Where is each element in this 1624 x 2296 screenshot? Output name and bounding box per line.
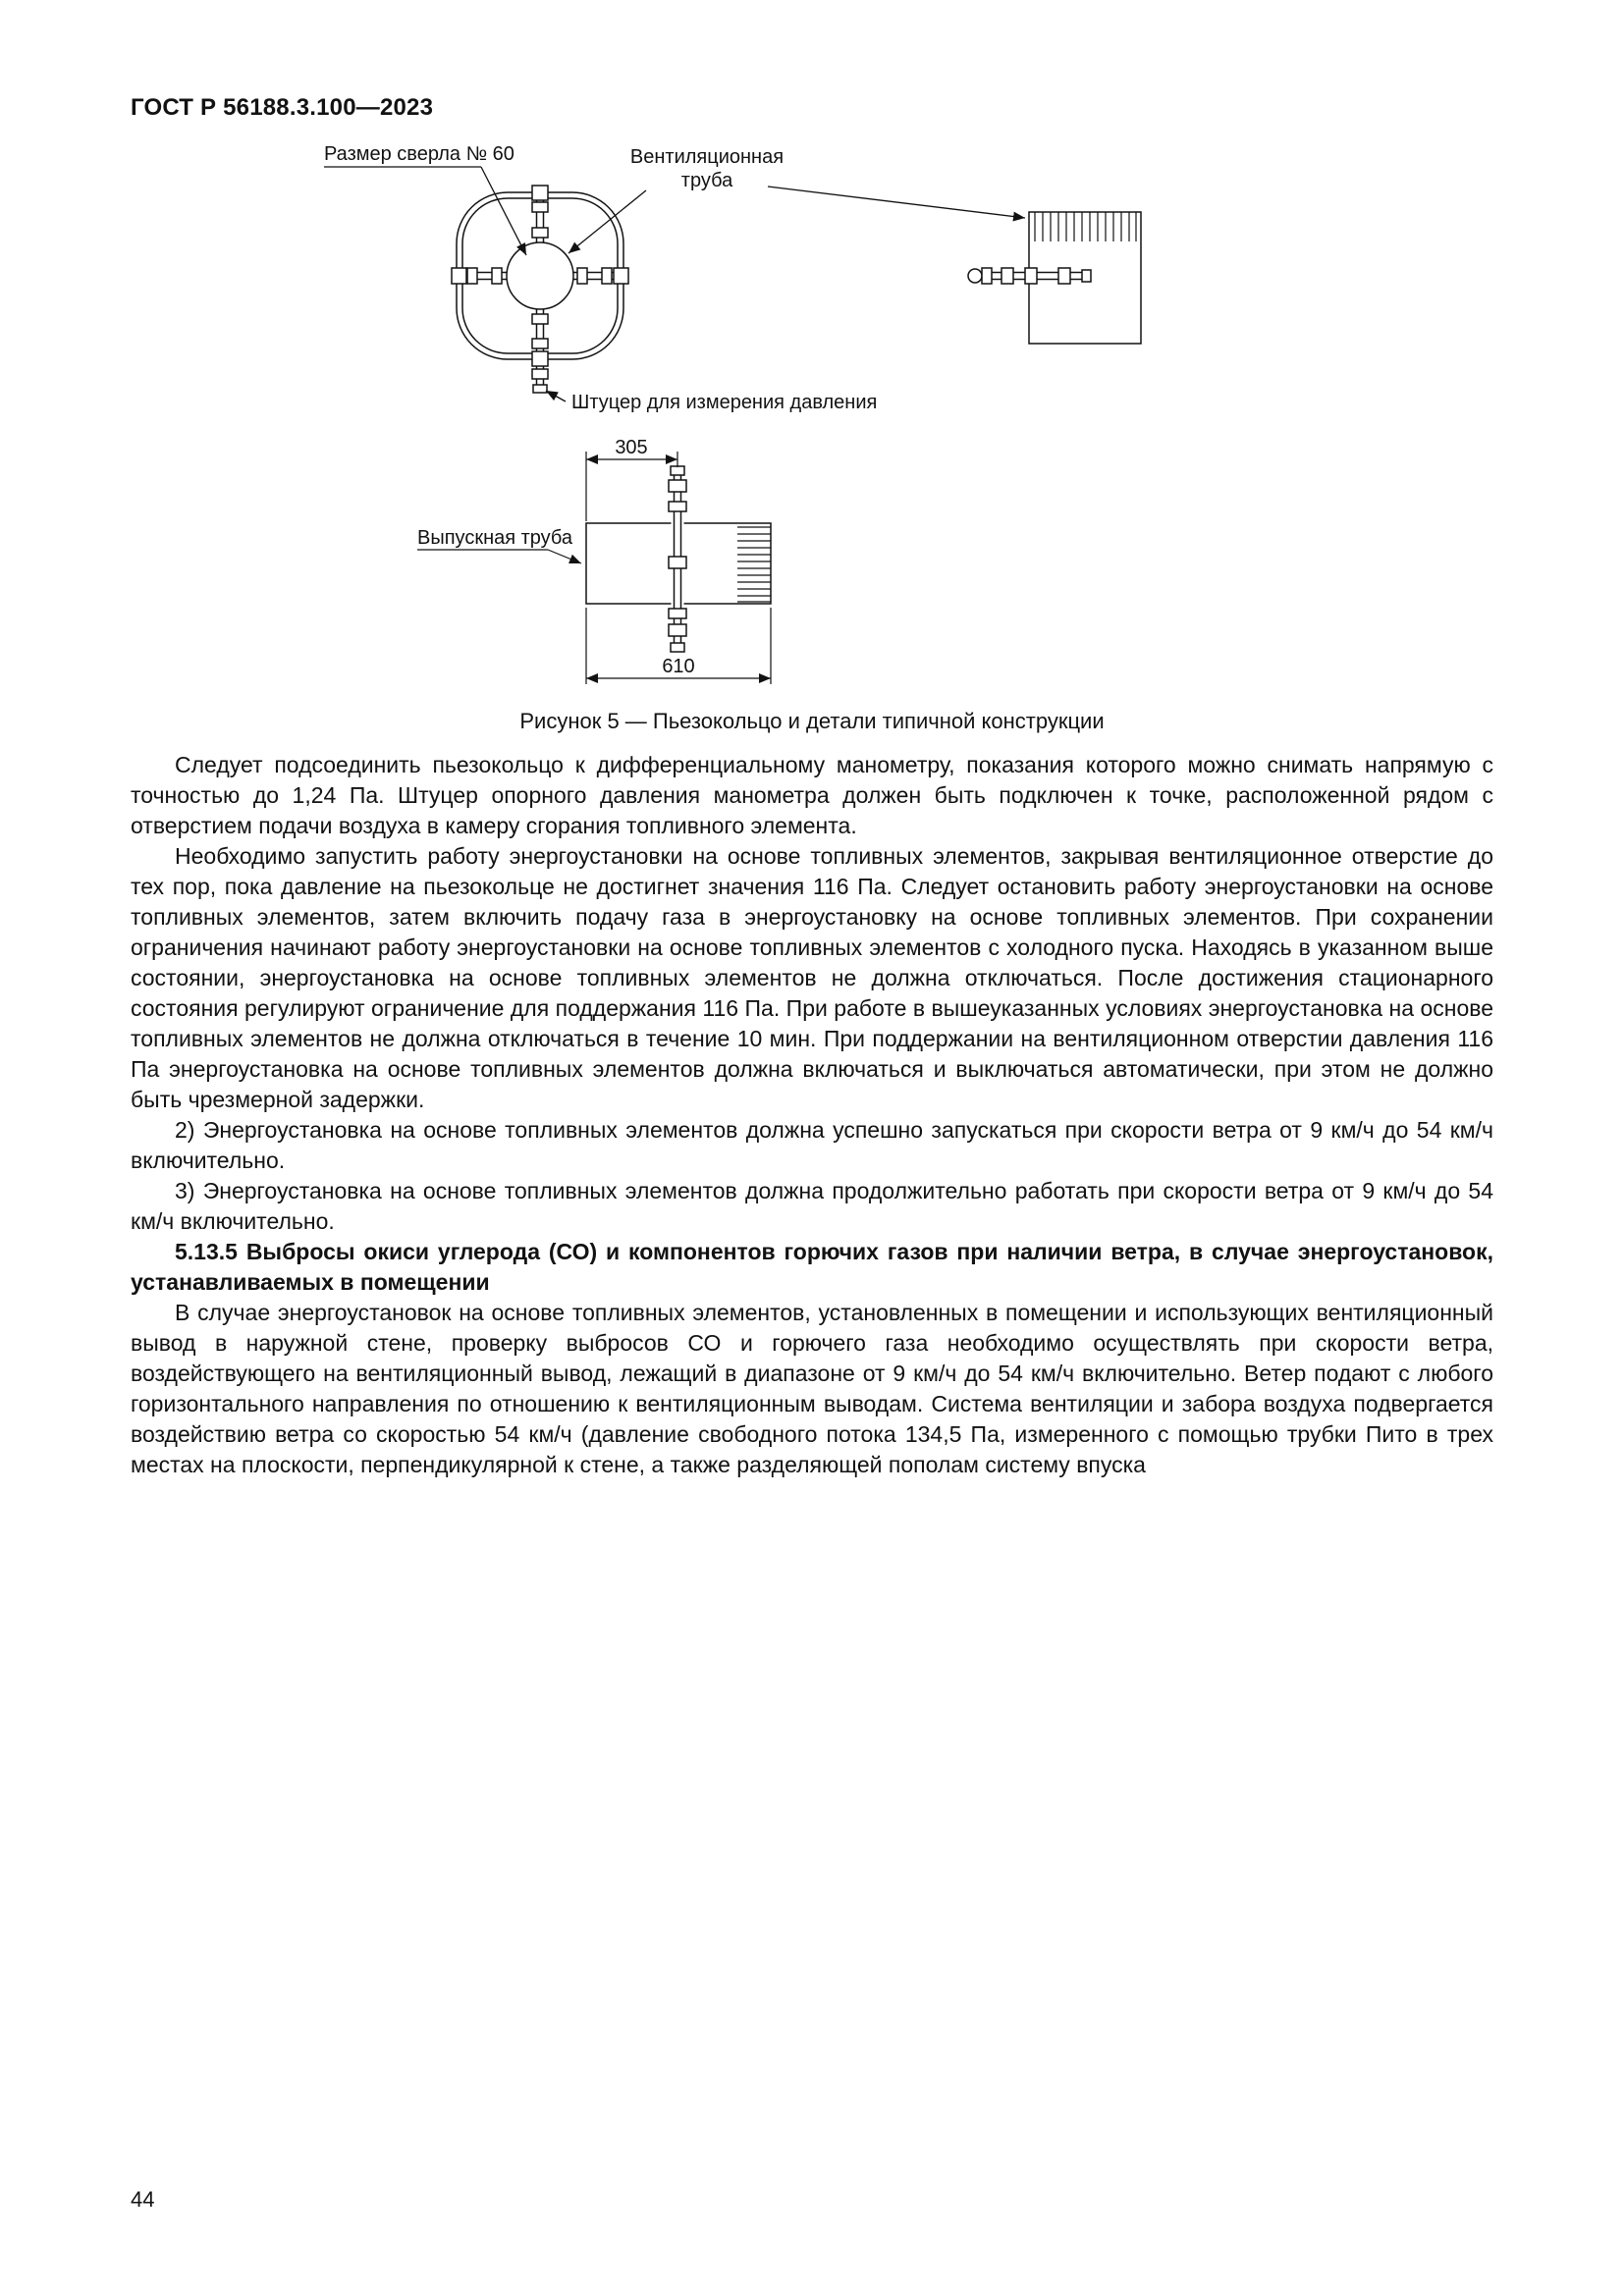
exhaust-pipe-assembly [585,465,772,653]
drill-size-arrow [480,166,527,256]
figure-caption: Рисунок 5 — Пьезокольцо и детали типично… [519,709,1105,733]
figure-5-diagram: Размер сверла № 60 Вентиляционная труба … [324,143,1208,711]
dim-610-label: 610 [662,656,694,677]
vent-pipe-side-view [967,211,1142,345]
vent-pipe-label-line2: труба [681,170,733,191]
dim-305-label: 305 [615,437,647,458]
piezo-ring-front-view [451,185,629,394]
paragraph-indoor-installations: В случае энергоустановок на основе топли… [131,1300,1493,1477]
figure-5-drawing: Размер сверла № 60 Вентиляционная труба … [324,143,1142,684]
dimension-lines [417,452,772,684]
vent-pipe-hatching [1034,212,1137,241]
vent-pipe-arrow-left [568,189,647,254]
exhaust-pipe-hatching [737,526,771,603]
section-heading-5-13-5: 5.13.5 Выбросы окиси углерода (СО) и ком… [131,1239,1493,1295]
paragraph-item-2: 2) Энергоустановка на основе топливных э… [131,1117,1493,1173]
paragraph-item-3: 3) Энергоустановка на основе топливных э… [131,1178,1493,1234]
pressure-fitting-label: Штуцер для измерения давления [571,392,877,413]
body-text: Следует подсоединить пьезокольцо к диффе… [131,750,1493,1480]
exhaust-pipe-label: Выпускная труба [417,527,573,549]
leader-lines-top [324,166,1026,402]
doc-number: ГОСТ Р 56188.3.100—2023 [131,94,434,121]
vent-pipe-label-line1: Вентиляционная [630,146,784,168]
pressure-fitting-arrow [545,390,567,402]
paragraph-piezo-manometer: Следует подсоединить пьезокольцо к диффе… [131,752,1493,838]
exhaust-pipe-arrow [547,549,582,564]
page-number: 44 [131,2187,155,2212]
paragraph-startup-procedure: Необходимо запустить работу энергоустано… [131,843,1493,1112]
vent-pipe-arrow-right [767,186,1026,222]
drill-size-label: Размер сверла № 60 [324,143,514,165]
vent-pipe-cross-section [506,241,574,310]
